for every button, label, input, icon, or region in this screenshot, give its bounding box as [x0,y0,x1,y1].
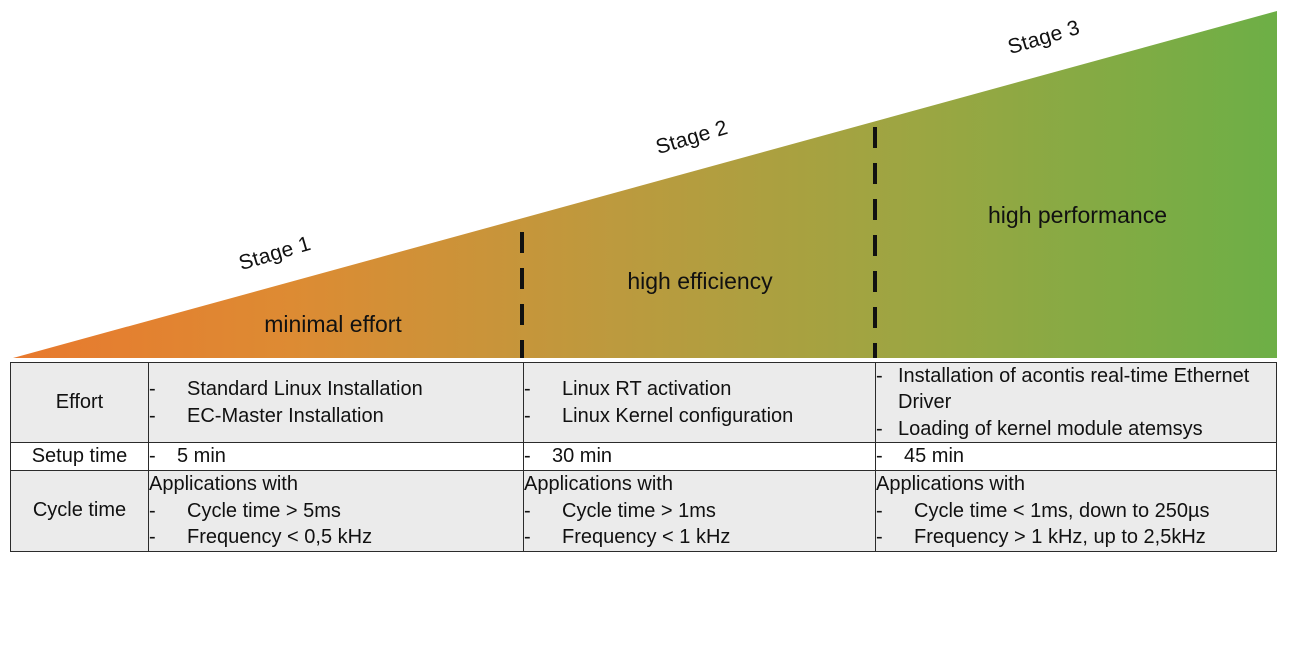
list-item: Cycle time > 5ms [149,498,523,525]
cell-effort-stage3: Installation of acontis real-time Ethern… [875,361,1277,444]
maturity-ramp: Stage 1 Stage 2 Stage 3 minimal effort h… [13,11,1277,358]
list-item: Loading of kernel module atemsys [876,416,1276,443]
row-header-effort: Effort [10,361,149,444]
list-item: Installation of acontis real-time Ethern… [876,363,1276,416]
list-item: Cycle time < 1ms, down to 250µs [876,498,1276,525]
table-row: Setup time 5 min 30 min 45 min [10,442,1277,471]
cell-lead-text: Applications with [524,472,673,495]
cell-cycle-stage2: Applications with Cycle time > 1ms Frequ… [523,469,876,552]
list-item: 30 min [524,443,875,470]
bullet-list: Linux RT activation Linux Kernel configu… [524,376,875,429]
cell-setup-stage2: 30 min [523,442,876,471]
list-item: Frequency < 1 kHz [524,524,875,551]
cell-cycle-stage1: Applications with Cycle time > 5ms Frequ… [148,469,524,552]
row-header-cycle-time: Cycle time [10,469,149,552]
table-row: Cycle time Applications with Cycle time … [10,469,1277,552]
stage-comparison-table: Effort Standard Linux Installation EC-Ma… [10,361,1277,552]
cell-cycle-stage3: Applications with Cycle time < 1ms, down… [875,469,1277,552]
bullet-list: Standard Linux Installation EC-Master In… [149,376,523,429]
list-item: 5 min [149,443,523,470]
stage-3-caption: high performance [988,202,1167,228]
stage-2-caption: high efficiency [627,268,773,294]
cell-setup-stage1: 5 min [148,442,524,471]
row-header-setup-time: Setup time [10,442,149,471]
ramp-graphic [13,11,1277,358]
list-item: Cycle time > 1ms [524,498,875,525]
bullet-list: Cycle time > 5ms Frequency < 0,5 kHz [149,498,523,551]
bullet-list: Installation of acontis real-time Ethern… [876,363,1276,443]
stage-1-caption: minimal effort [264,311,402,337]
table-row: Effort Standard Linux Installation EC-Ma… [10,361,1277,444]
list-item: Linux RT activation [524,376,875,403]
ramp-triangle [13,11,1277,358]
cell-lead-text: Applications with [149,472,298,495]
bullet-list: Cycle time > 1ms Frequency < 1 kHz [524,498,875,551]
list-item: Linux Kernel configuration [524,403,875,430]
list-item: EC-Master Installation [149,403,523,430]
cell-setup-stage3: 45 min [875,442,1277,471]
cell-lead-text: Applications with [876,472,1025,495]
cell-effort-stage2: Linux RT activation Linux Kernel configu… [523,361,876,444]
cell-effort-stage1: Standard Linux Installation EC-Master In… [148,361,524,444]
bullet-list: Cycle time < 1ms, down to 250µs Frequenc… [876,498,1276,551]
list-item: Frequency < 0,5 kHz [149,524,523,551]
list-item: 45 min [876,443,1276,470]
list-item: Standard Linux Installation [149,376,523,403]
list-item: Frequency > 1 kHz, up to 2,5kHz [876,524,1276,551]
